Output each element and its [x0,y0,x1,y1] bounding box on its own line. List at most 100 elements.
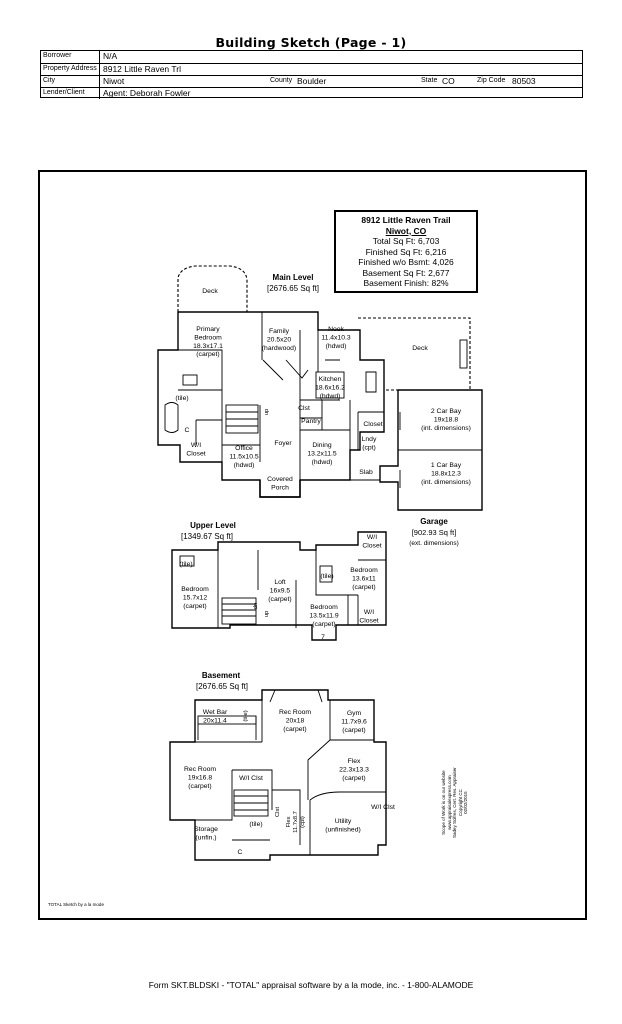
plan-label: Loft [274,579,285,586]
plan-label: Gym [347,710,362,717]
room-labels: Main Level[2676.65 Sq ft]DeckDeckPrimary… [175,273,471,856]
plan-label: 13.5x11.9 [309,612,339,619]
plan-label: Storage [194,826,218,833]
plan-label: (ext. dimensions) [409,540,459,547]
summary-box: 8912 Little Raven Trail Niwot, CO Total … [334,210,478,293]
plan-label: (carpet) [312,621,335,628]
plan-label: Upper Level [190,521,236,530]
header-table: Borrower N/A Property Address 8912 Littl… [40,50,583,99]
plan-label: (carpet) [188,783,211,790]
borrower-label: Borrower [43,52,72,59]
zip-value: 80503 [512,76,536,86]
plan-label: 2 Car Bay [431,408,462,415]
plan-label: (carpet) [283,726,306,733]
summary-total: Total Sq Ft: 6,703 [372,236,440,246]
plan-label: (hdwd) [320,393,341,400]
plan-label: Garage [420,517,448,526]
plan-label-rotated: up [264,409,270,415]
plan-label: Deck [412,345,428,352]
summary-basement: Basement Sq Ft: 2,677 [362,267,450,278]
plan-label: (hdwd) [326,343,347,350]
lender-row: Lender/Client Agent: Deborah Fowler [41,87,582,99]
plan-label: 19x18.8 [434,416,458,423]
plan-label: (tile) [249,821,262,828]
plan-label: W/I Clst [239,775,263,782]
plan-label: Nook [328,326,344,333]
lender-label: Lender/Client [43,89,85,96]
plan-label: (tile) [320,573,333,580]
plan-label: Closet [363,421,382,428]
plan-label: Bedroom [350,567,378,574]
county-label: County [270,77,293,84]
borrower-value: N/A [103,51,118,61]
plan-label: 15.7x12 [183,594,207,601]
plan-label: (hardwood) [262,345,296,352]
state-label: State [421,77,438,84]
plan-label: Porch [271,484,289,491]
plan-label: (carpet) [342,727,365,734]
plan-label-rotated: (tile) [243,710,249,721]
borrower-row: Borrower N/A [41,51,582,63]
plan-label: 11.4x10.3 [321,334,351,341]
lender-value: Agent: Deborah Fowler [103,88,191,98]
plan-label: 20x18 [286,717,305,724]
plan-label: (carpet) [352,584,375,591]
sketch-frame [38,170,587,920]
plan-label: (tile) [175,395,188,402]
address-label: Property Address [43,65,97,72]
plan-label: Clst [298,405,310,412]
plan-label: Rec Room [184,766,216,773]
plan-label: (hdwd) [312,459,333,466]
plan-label: W/I [367,534,377,541]
plan-label: (unfin.) [195,834,216,841]
plan-label: Primary [196,326,220,333]
plan-label-rotated: 11.7x8.7 [293,811,299,833]
plan-label: (carpet) [196,351,219,358]
plan-label: Closet [359,617,378,624]
plan-label: 19x16.8 [188,774,212,781]
plan-label: 18.3x17.1 [193,343,223,350]
state-value: CO [442,76,455,86]
plan-label: 18.8x12.3 [431,470,461,477]
plan-label: Slab [359,469,373,476]
software-credit: TOTAL Sketch by a la mode [48,902,104,907]
plan-label: (hdwd) [234,462,255,469]
plan-label: Basement [202,671,241,680]
plan-label: Foyer [274,440,292,447]
plan-label: Rec Room [279,709,311,716]
plan-label-rotated: Flex [286,816,292,827]
summary-city: Niwot, CO [385,225,427,236]
plan-label: 13.2x11.5 [307,450,337,457]
plan-label: (unfinished) [325,826,361,833]
plan-label: (int. dimensions) [421,425,471,432]
plan-label: Bedroom [194,334,222,341]
plan-label: 7 [321,634,325,641]
summary-finished-no-bsmt: Finished w/o Bsmt: 4,026 [358,257,454,267]
page-title: Building Sketch (Page - 1) [215,35,407,50]
city-row: City Niwot County Boulder State CO Zip C… [41,75,582,88]
plan-label: Family [269,328,290,335]
plan-label: (tile) [179,561,192,568]
summary-basement-finish: Basement Finish: 82% [363,278,449,288]
plan-label: 20.5x20 [267,336,291,343]
plan-label: Lndy [362,436,377,443]
plan-label: 11.7x9.6 [341,718,367,725]
plan-label: (carpet) [183,603,206,610]
plan-label: Kitchen [319,376,342,383]
plan-label: C [185,427,190,434]
plan-label: 22.3x13.3 [339,766,369,773]
address-value: 8912 Little Raven Trl [103,64,181,74]
scope-note: Scope of Work is on our website www.appr… [441,767,468,838]
plan-label: [2676.65 Sq ft] [267,284,319,293]
plan-label: (cpt) [362,444,376,451]
plan-label: W/I Clst [371,804,395,811]
plan-label-rotated: dn [253,603,259,609]
county-value: Boulder [297,76,327,86]
plan-label: 11.5x10.5 [229,453,259,460]
city-value: Niwot [103,76,125,86]
city-label: City [43,77,56,84]
plan-label: [902.93 Sq ft] [412,528,457,537]
plan-label-rotated: Clst [275,807,281,817]
plan-label: Dining [312,442,331,449]
